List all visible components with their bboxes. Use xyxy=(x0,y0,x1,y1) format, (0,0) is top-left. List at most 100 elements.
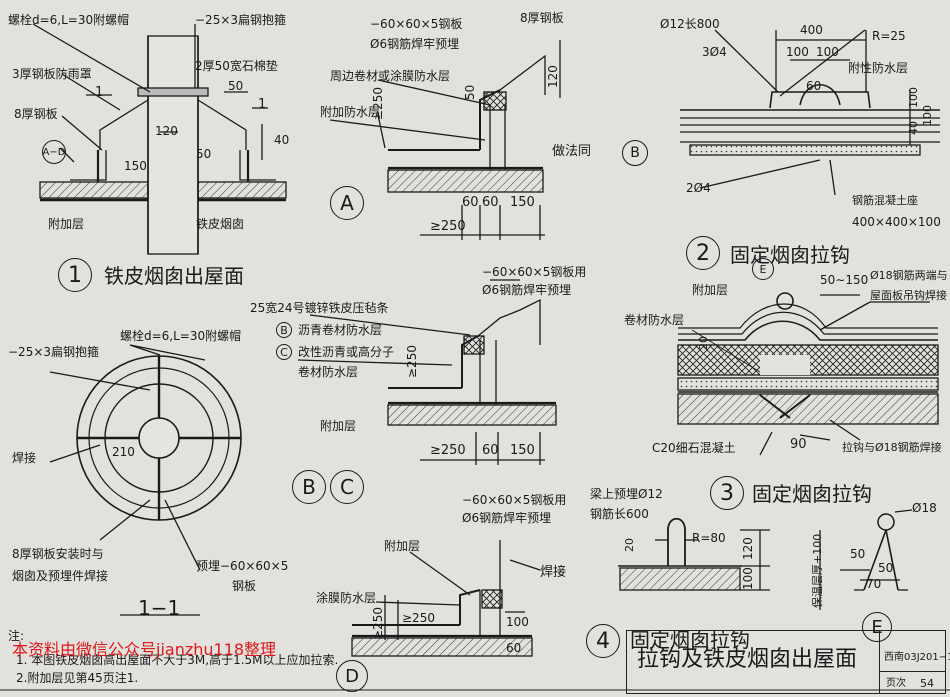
s11-embed2: 钢板 xyxy=(232,579,257,593)
dBC-ref-b: B xyxy=(280,323,288,337)
notes-head: 注: xyxy=(8,629,25,643)
dA-ref-b: B xyxy=(630,145,640,161)
d4-number: 4 xyxy=(596,628,610,654)
d2-bars: 3Ø4 xyxy=(702,45,727,59)
d4-r80: R=80 xyxy=(692,531,726,545)
d2-r25: R=25 xyxy=(872,29,906,43)
d1-dim-150: 150 xyxy=(124,159,147,173)
dD-d60: 60 xyxy=(506,641,522,655)
dBC-d250: ≥250 xyxy=(430,443,466,458)
dBC-d60: 60 xyxy=(482,443,499,458)
detail3-drawing xyxy=(677,292,939,456)
dD-coat-label: 涂膜防水层 xyxy=(316,591,377,605)
d1-sec-mark2: 1 xyxy=(258,97,267,112)
dBC-label-b-circle: B xyxy=(292,470,326,504)
s11-note1: 8厚钢板安装时与 xyxy=(12,547,104,561)
d1-asbestos-label: 2厚50宽石棉垫 xyxy=(195,59,278,73)
title-block-page-label: 页次 xyxy=(886,678,906,689)
dA-d60a: 60 xyxy=(462,195,479,210)
dA-dim-120: 120 xyxy=(546,65,560,88)
d3-rebar2: 屋面板吊钩焊接 xyxy=(870,289,947,302)
dE-d50b: 50 xyxy=(878,561,894,575)
title-block: 拉钩及铁皮烟囱出屋面 西南03J201−1 页次 54 xyxy=(626,630,950,694)
d3-hook: 拉钩与Ø18钢筋焊接 xyxy=(842,441,942,454)
d2-d60: 60 xyxy=(806,79,822,93)
d3-added-label: 附加层 xyxy=(692,283,729,297)
d3-caption: 固定烟囱拉钩 xyxy=(752,482,872,506)
dBC-ref-c: C xyxy=(280,345,288,359)
detailE-drawing xyxy=(819,509,913,610)
detailD-drawing xyxy=(351,540,541,657)
s11-bolt-label: 螺栓d=6,L=30附螺帽 xyxy=(120,329,242,343)
d2-rebar-label: Ø12长800 xyxy=(660,17,720,31)
detail4-drawing xyxy=(618,517,770,591)
d3-ref-e-circle: E xyxy=(752,258,774,280)
dBC-c-text1: 改性沥青或高分子 xyxy=(298,345,395,359)
d4-caption: 固定烟囱拉钩 xyxy=(630,628,750,652)
d3-d20: 20 xyxy=(697,336,710,350)
dBC-c-text2: 卷材防水层 xyxy=(298,365,359,379)
dBC-label-b: B xyxy=(302,475,316,499)
detailBC-drawing xyxy=(297,279,557,465)
dA-plate-label: −60×60×5钢板 xyxy=(370,17,463,31)
d3-ref-e: E xyxy=(759,262,767,276)
title-block-title: 拉钩及铁皮烟囱出屋面 xyxy=(637,647,858,672)
dA-d250: ≥250 xyxy=(430,219,466,234)
detail2-drawing xyxy=(680,29,940,196)
d1-hoop-label: −25×3扁钢抱箍 xyxy=(195,13,287,27)
d1-dim-50: 50 xyxy=(228,79,244,93)
dBC-d150: 150 xyxy=(510,443,535,458)
d2-d400: 400 xyxy=(800,23,823,37)
title-block-atlas: 西南03J201−1 xyxy=(884,652,950,663)
dBC-ref-b-circle: B xyxy=(276,322,292,338)
s11-d210: 210 xyxy=(112,445,135,459)
dE-label-circle: E xyxy=(862,612,892,642)
dD-d100: 100 xyxy=(506,615,529,629)
d4-d100: 100 xyxy=(741,567,755,590)
d1-bolt-label: 螺栓d=6,L=30附螺帽 xyxy=(8,13,130,27)
dD-added-label: 附加层 xyxy=(384,539,421,553)
dBC-ref-c-circle: C xyxy=(276,344,292,360)
dA-dim-250: ≥250 xyxy=(371,87,385,120)
d2-caption: 固定烟囱拉钩 xyxy=(730,243,850,267)
d2-base: 钢筋混凝土座 xyxy=(852,194,918,207)
d1-dim-50b: 50 xyxy=(196,147,212,161)
dA-plate8-label: 8厚钢板 xyxy=(520,11,564,25)
dD-weld-label: 焊接 xyxy=(540,565,567,580)
d1-dim-120: 120 xyxy=(155,124,178,138)
d4-number-circle: 4 xyxy=(586,624,620,658)
d1-number: 1 xyxy=(68,262,82,288)
d2-d100a: 100 xyxy=(786,45,809,59)
dBC-dim-250: ≥250 xyxy=(405,345,419,378)
dD-label: D xyxy=(345,665,359,687)
d2-bars2: 2Ø4 xyxy=(686,181,711,195)
dD-d250a: ≥250 xyxy=(371,607,385,640)
d3-concrete: C20细石混凝土 xyxy=(652,441,736,455)
d2-d100b: 100 xyxy=(816,45,839,59)
notes-n1: 1. 本图铁皮烟囱高出屋面不大于3M,高于1.5M以上应加拉索. xyxy=(16,653,339,667)
dD-d250b: ≥250 xyxy=(402,611,435,625)
d4-pre2: 钢筋长600 xyxy=(590,507,649,521)
dBC-strip-label: 25宽24号镀锌铁皮压毡条 xyxy=(250,301,389,315)
dA-d150: 150 xyxy=(510,195,535,210)
dBC-label-c: C xyxy=(340,475,354,499)
dBC-plate-label: −60×60×5钢板用 xyxy=(482,265,587,279)
title-block-divider xyxy=(880,671,946,672)
s11-embed1: 预埋−60×60×5 xyxy=(196,559,289,573)
dD-plate-label: −60×60×5钢板用 xyxy=(462,493,567,507)
d3-number: 3 xyxy=(720,480,734,506)
d2-d100d: 100 xyxy=(921,105,934,126)
dA-edge-label: 周边卷材或涂膜防水层 xyxy=(330,69,451,83)
dA-ref-b-circle: B xyxy=(622,140,648,166)
s11-note2: 烟囱及预埋件焊接 xyxy=(12,569,109,583)
d1-added-label: 附加层 xyxy=(48,217,85,231)
dBC-rebar-label: Ø6钢筋焊牢预埋 xyxy=(482,283,572,297)
s11-hoop-label: −25×3扁钢抱箍 xyxy=(8,345,100,359)
s11-title: 1−1 xyxy=(138,596,181,620)
title-block-page: 54 xyxy=(920,677,934,690)
dE-d18: Ø18 xyxy=(912,501,937,515)
dD-label-circle: D xyxy=(336,660,368,692)
dA-label-circle: A xyxy=(330,186,364,220)
dA-label: A xyxy=(340,191,354,215)
d2-base-size: 400×400×100 xyxy=(852,215,941,229)
